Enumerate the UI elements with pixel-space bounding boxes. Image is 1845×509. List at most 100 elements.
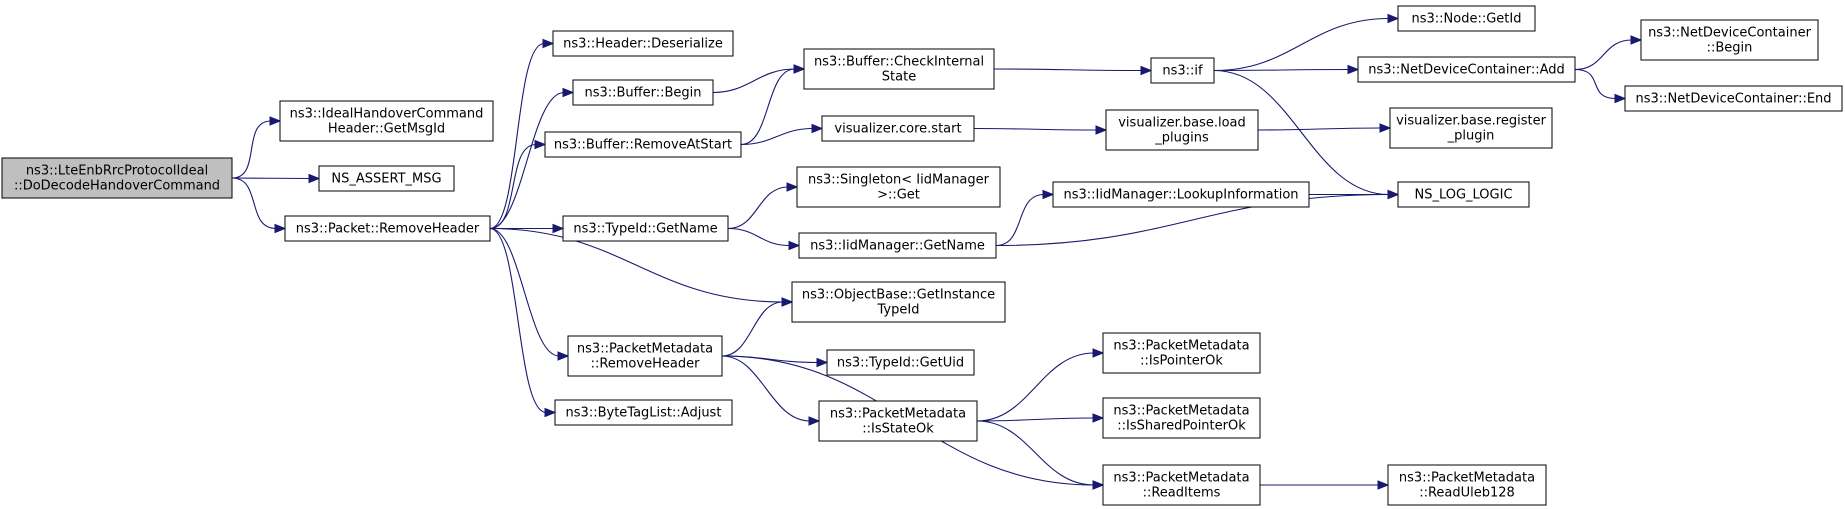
node-label-line: ns3::Packet::RemoveHeader [296,222,480,237]
node-ndc_end[interactable]: ns3::NetDeviceContainer::End [1624,85,1843,112]
node-label-line: ns3::Header::Deserialize [563,37,723,52]
node-label-line: ns3::PacketMetadata [1399,471,1535,486]
edge-vis_base_load-to-vis_base_register [1257,127,1382,131]
node-buf_removeatstart[interactable]: ns3::Buffer::RemoveAtStart [544,131,742,158]
node-box [552,30,734,57]
arrowhead [811,123,824,134]
node-ideal_hoc[interactable]: ns3::IdealHandoverCommandHeader::GetMsgI… [279,100,494,142]
node-vis_core_start[interactable]: visualizer.core.start [821,115,975,142]
node-pm_readitems[interactable]: ns3::PacketMetadata::ReadItems [1102,464,1261,506]
node-box [1640,19,1819,61]
node-label-line: ::ReadUleb128 [1419,486,1515,501]
node-box [818,400,978,442]
node-box [284,215,491,242]
node-ns_log_logic[interactable]: NS_LOG_LOGIC [1397,181,1530,208]
node-pm_issharedptrok[interactable]: ns3::PacketMetadata::IsSharedPointerOk [1102,397,1261,439]
node-box [803,48,995,90]
node-label-line: ns3::PacketMetadata [1113,404,1249,419]
node-pm_isstateok[interactable]: ns3::PacketMetadata::IsStateOk [818,400,978,442]
node-label-line: ns3::Node::GetId [1412,12,1522,27]
node-node_getid[interactable]: ns3::Node::GetId [1397,5,1536,32]
arrowhead [1377,480,1390,490]
node-pm_readuleb[interactable]: ns3::PacketMetadata::ReadUleb128 [1387,464,1547,506]
edge-buf_removeatstart-to-buf_checkinternal [740,68,796,146]
arrowhead [562,87,575,98]
edge-pm_isstateok-to-pm_issharedptrok [976,417,1095,422]
arrowhead [781,297,794,307]
edge-root-to-pkt_removeheader [231,177,277,230]
node-ns_assert[interactable]: NS_ASSERT_MSG [318,165,455,192]
node-label-line: ns3::PacketMetadata [1113,471,1249,486]
node-label-line: ns3::NetDeviceContainer [1648,26,1812,41]
node-pm_removeheader[interactable]: ns3::PacketMetadata::RemoveHeader [567,335,723,377]
edge-pkt_removeheader-to-btl_adjust [489,227,547,414]
edge-pkt_removeheader-to-objbase_getinst [489,227,784,303]
node-label-line: ns3::IdealHandoverCommand [290,107,484,122]
node-box [1150,57,1215,84]
node-buf_begin[interactable]: ns3::Buffer::Begin [572,79,714,106]
edge-pm_removeheader-to-pm_isstateok [721,355,811,422]
node-ndc_begin[interactable]: ns3::NetDeviceContainer::Begin [1640,19,1819,61]
node-label-line: ns3::Singleton< IidManager [808,173,990,188]
node-label-line: NS_LOG_LOGIC [1414,188,1512,203]
node-label-line: ns3::ByteTagList::Adjust [566,406,722,421]
arrowhead [1387,189,1400,200]
arrowhead [1387,13,1400,24]
node-hdr_deserialize[interactable]: ns3::Header::Deserialize [552,30,734,57]
edge-ns3_if-to-node_getid [1213,17,1390,72]
node-typeid_getname[interactable]: ns3::TypeId::GetName [562,215,729,242]
node-label-line: ns3::ObjectBase::GetInstance [802,288,995,303]
arrowhead [793,64,806,74]
arrowhead [552,223,565,234]
nodes-layer: ns3::LteEnbRrcProtocolIdeal::DoDecodeHan… [1,5,1843,506]
node-singleton_get[interactable]: ns3::Singleton< IidManager>::Get [796,166,1001,208]
node-pm_ispointerok[interactable]: ns3::PacketMetadata::IsPointerOk [1102,332,1261,374]
node-label-line: ns3::if [1162,64,1203,79]
node-box [1102,464,1261,506]
node-box [1387,464,1547,506]
node-box [1624,85,1843,112]
edge-root-to-ns_assert [231,177,311,180]
node-label-line: ::IsPointerOk [1140,354,1223,369]
node-iid_getname[interactable]: ns3::IidManager::GetName [798,232,997,259]
edge-iid_getname-to-ns_log_logic [995,193,1390,247]
node-btl_adjust[interactable]: ns3::ByteTagList::Adjust [554,399,733,426]
edges-layer [231,13,1643,490]
node-box [554,399,733,426]
node-vis_base_load[interactable]: visualizer.base.load_plugins [1105,109,1259,151]
node-label-line: State [882,70,916,85]
node-vis_base_register[interactable]: visualizer.base.register_plugin [1389,107,1553,149]
node-typeid_getuid[interactable]: ns3::TypeId::GetUid [826,349,975,376]
node-label-line: ns3::PacketMetadata [830,407,966,422]
node-box [1397,5,1536,32]
node-label-line: ::IsStateOk [862,422,934,437]
node-box [318,165,455,192]
edge-root-to-ideal_hoc [231,120,272,179]
node-label-line: ::IsSharedPointerOk [1117,419,1246,434]
node-ns3_if[interactable]: ns3::if [1150,57,1215,84]
arrowhead [1379,123,1392,133]
edge-buf_removeatstart-to-vis_core_start [740,127,814,146]
edge-pm_isstateok-to-pm_ispointerok [976,352,1095,422]
node-label-line: TypeId [877,303,920,318]
arrowhead [816,357,829,368]
node-box [821,115,975,142]
arrowhead [1042,189,1055,200]
node-box [798,232,997,259]
arrowhead [1614,93,1627,104]
node-iid_lookup[interactable]: ns3::IidManager::LookupInformation [1052,181,1310,208]
arrowhead [534,139,547,150]
arrowhead [808,416,821,426]
node-pkt_removeheader[interactable]: ns3::Packet::RemoveHeader [284,215,491,242]
node-box [567,335,723,377]
node-label-line: >::Get [877,188,920,203]
node-label-line: visualizer.base.load [1118,116,1246,131]
node-box [1105,109,1259,151]
edge-pkt_removeheader-to-buf_begin [489,91,565,230]
node-ndc_add[interactable]: ns3::NetDeviceContainer::Add [1357,56,1576,83]
edge-pkt_removeheader-to-hdr_deserialize [489,42,545,230]
node-root[interactable]: ns3::LteEnbRrcProtocolIdeal::DoDecodeHan… [1,157,233,199]
